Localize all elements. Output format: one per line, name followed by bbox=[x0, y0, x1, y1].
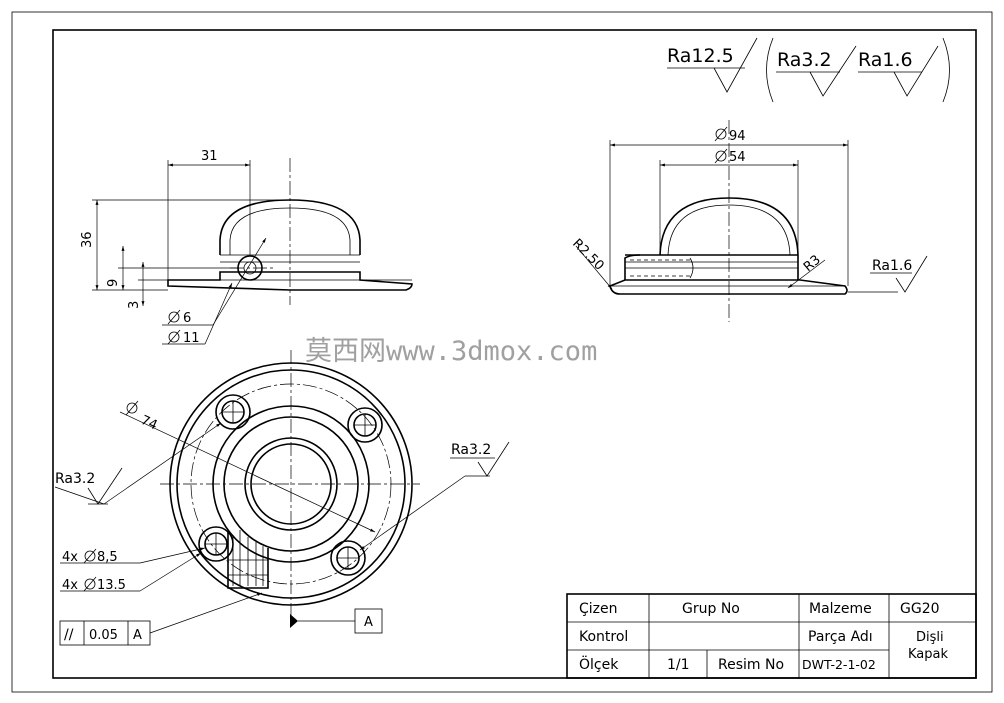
tb-r3-c4: DWT-2-1-02 bbox=[802, 657, 876, 672]
bolt-holes bbox=[198, 394, 383, 576]
ra-main-label: Ra12.5 bbox=[667, 45, 734, 67]
tolerance-datum: A bbox=[133, 628, 142, 643]
dim-dia-11: 11 bbox=[183, 331, 200, 346]
holes-small-qty: 4x bbox=[62, 550, 78, 565]
tb-r2-c3: Parça Adı bbox=[808, 629, 873, 645]
tb-r3-c1: Ölçek bbox=[579, 655, 619, 673]
surface-finish-header: Ra12.5 Ra3.2 Ra1.6 bbox=[667, 37, 950, 103]
dim-dia-54: 54 bbox=[729, 150, 746, 165]
dim-dia-6: 6 bbox=[183, 311, 191, 326]
tb-r1-c1: Çizen bbox=[579, 601, 618, 617]
tb-r2-c4-l2: Kapak bbox=[908, 647, 948, 662]
tolerance-frame: // 0.05 A bbox=[59, 592, 263, 646]
ra-secondary-1-label: Ra3.2 bbox=[777, 49, 832, 71]
tolerance-value: 0.05 bbox=[89, 628, 118, 643]
holes-large-dia: 13.5 bbox=[97, 578, 126, 593]
inner-border bbox=[52, 29, 977, 679]
plan-ra-right-label: Ra3.2 bbox=[451, 442, 491, 458]
title-block: Çizen Grup No Malzeme GG20 Kontrol Parça… bbox=[566, 593, 977, 679]
dim-r3: R3 bbox=[801, 252, 824, 275]
side-ra-label: Ra1.6 bbox=[872, 258, 912, 274]
tolerance-symbol: // bbox=[64, 627, 74, 643]
tb-r2-c1: Kontrol bbox=[579, 629, 628, 645]
plan-ra-left-label: Ra3.2 bbox=[55, 471, 95, 487]
dim-9: 9 bbox=[106, 279, 121, 287]
datum-a-label: A bbox=[364, 615, 373, 630]
tb-r3-c3: Resim No bbox=[718, 657, 784, 673]
dim-31: 31 bbox=[201, 149, 218, 164]
ra-secondary-2-label: Ra1.6 bbox=[858, 49, 913, 71]
holes-small-dia: 8,5 bbox=[97, 550, 118, 565]
outer-border bbox=[11, 11, 993, 693]
hatched-slot bbox=[227, 530, 269, 589]
tb-r3-c2: 1/1 bbox=[667, 657, 690, 673]
tb-r1-c2: Grup No bbox=[682, 601, 740, 617]
dim-dia-94: 94 bbox=[729, 129, 746, 144]
dim-3: 3 bbox=[127, 301, 142, 309]
tb-r2-c4-l1: Dişli bbox=[916, 630, 944, 645]
side-view: 94 54 R2.50 R3 Ra1.6 bbox=[569, 120, 928, 322]
front-view: 31 36 9 3 6 11 bbox=[80, 149, 413, 346]
holes-large-qty: 4x bbox=[62, 578, 78, 593]
dim-r250: R2.50 bbox=[569, 236, 606, 273]
tb-r1-c4: GG20 bbox=[900, 601, 940, 617]
datum-a: A bbox=[290, 608, 383, 634]
watermark: 莫西网www.3dmox.com bbox=[305, 336, 597, 367]
dim-dia-74: 74 bbox=[138, 413, 159, 433]
plan-view: 74 Ra3.2 Ra3.2 4x 8,5 4x 13.5 // 0.05 A bbox=[54, 350, 510, 646]
dim-36: 36 bbox=[80, 231, 95, 248]
tb-r1-c3: Malzeme bbox=[809, 601, 872, 617]
